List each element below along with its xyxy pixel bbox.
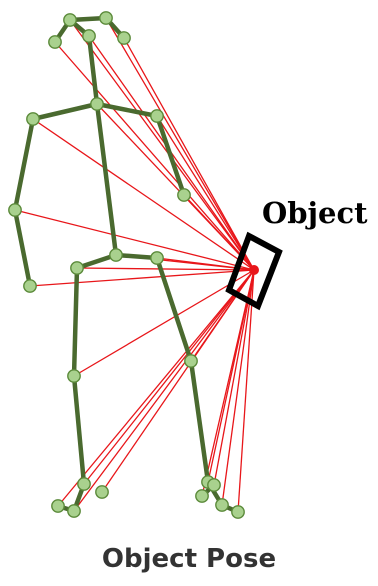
bone-hip_r-knee_r (154, 255, 194, 364)
joint-knee_l (67, 369, 81, 383)
joint-foot_l2 (67, 504, 81, 518)
object-box (225, 231, 283, 311)
joint-ankle_l1 (77, 477, 91, 491)
joint-foot_r1 (195, 489, 209, 503)
bone-neck-sh_l (30, 101, 100, 122)
bone-sh_r-arm_r (154, 113, 187, 198)
ray-head_back (54, 41, 255, 271)
joint-foot_l1 (51, 499, 65, 513)
bone-knee_r-ankle_r1 (188, 358, 211, 485)
joint-knee_r (184, 354, 198, 368)
bone-neck-sh_r (94, 101, 160, 119)
bone-neck-hip_c (94, 101, 119, 258)
joint-head_front (117, 31, 131, 45)
bone-sh_l-elb_l (12, 116, 36, 213)
ray-foot_l2 (73, 269, 255, 512)
bone-knee_l-ankle_l1 (71, 373, 87, 487)
pose-diagram (8, 11, 283, 519)
bone-elb_l-hand_l (12, 207, 33, 289)
skeleton-bones (12, 15, 241, 515)
joint-hand_l (23, 279, 37, 293)
ray-head_r (105, 17, 255, 271)
object-label: Object (262, 196, 368, 230)
joint-hip_r (150, 251, 164, 265)
joint-elb_l (8, 203, 22, 217)
joint-ankle_l2 (95, 485, 109, 499)
ray-foot_r1 (201, 269, 255, 497)
ray-foot_r3 (237, 269, 255, 513)
joint-arm_r (177, 188, 191, 202)
ray-foot_r2 (221, 269, 255, 506)
ray-head_front (123, 37, 255, 271)
joint-head_l (63, 13, 77, 27)
rays-layer (14, 17, 255, 513)
object-center-point (249, 265, 259, 275)
joint-head_mid (82, 29, 96, 43)
joint-foot_r3 (231, 505, 245, 519)
caption: Object Pose (101, 544, 277, 574)
joint-sh_r (150, 109, 164, 123)
ray-hand_l (29, 269, 255, 287)
ray-knee_l (73, 269, 255, 377)
joint-sh_l (26, 112, 40, 126)
object-box-group (225, 231, 283, 311)
ray-elb_l (14, 209, 255, 271)
joint-ankle_r2 (207, 478, 221, 492)
ray-sh_l (32, 118, 255, 271)
ray-head_l (69, 19, 255, 271)
ray-ankle_l2 (101, 269, 255, 493)
skeleton-joints (8, 11, 245, 519)
joint-head_r (99, 11, 113, 25)
ray-ankle_r2 (213, 269, 255, 486)
ray-foot_l1 (57, 269, 255, 507)
joint-neck (90, 97, 104, 111)
ray-sh_r (156, 115, 255, 271)
joint-hip_l (70, 261, 84, 275)
bone-hip_l-knee_l (71, 265, 80, 379)
joint-hip_c (109, 248, 123, 262)
ray-hip_l (76, 267, 255, 271)
joint-head_back (48, 35, 62, 49)
joint-foot_r2 (215, 498, 229, 512)
ray-ankle_l1 (83, 269, 255, 485)
bone-head_mid-neck (86, 33, 100, 107)
